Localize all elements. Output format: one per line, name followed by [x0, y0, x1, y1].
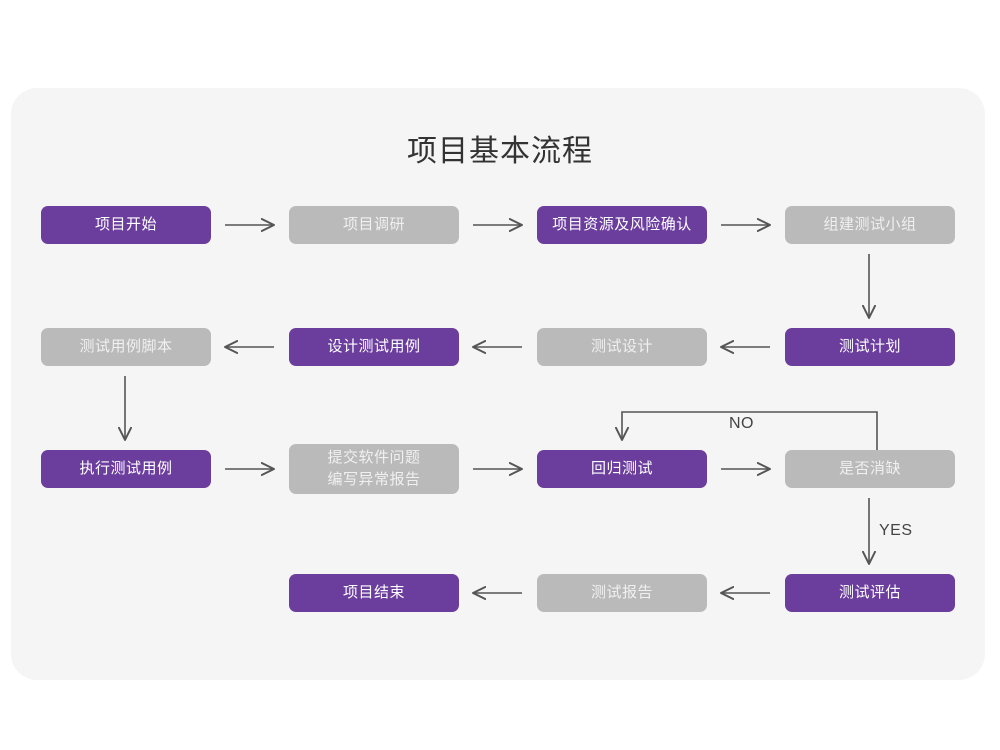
node-defect-cleared[interactable]: 是否消缺: [785, 450, 955, 488]
page-title: 项目基本流程: [407, 135, 593, 168]
node-test-evaluation[interactable]: 测试评估: [785, 574, 955, 612]
node-regression-test[interactable]: 回归测试: [537, 450, 707, 488]
node-project-research[interactable]: 项目调研: [289, 206, 459, 244]
node-test-design[interactable]: 测试设计: [537, 328, 707, 366]
node-project-end[interactable]: 项目结束: [289, 574, 459, 612]
node-resource-risk-confirm[interactable]: 项目资源及风险确认: [537, 206, 707, 244]
node-test-plan[interactable]: 测试计划: [785, 328, 955, 366]
node-design-test-cases[interactable]: 设计测试用例: [289, 328, 459, 366]
node-test-case-script[interactable]: 测试用例脚本: [41, 328, 211, 366]
edge-label-no: NO: [729, 415, 754, 432]
node-submit-defect-report[interactable]: 提交软件问题 编写异常报告: [289, 444, 459, 494]
node-project-start[interactable]: 项目开始: [41, 206, 211, 244]
node-build-test-team[interactable]: 组建测试小组: [785, 206, 955, 244]
edge-label-yes: YES: [879, 522, 913, 539]
node-execute-test-cases[interactable]: 执行测试用例: [41, 450, 211, 488]
node-test-report[interactable]: 测试报告: [537, 574, 707, 612]
